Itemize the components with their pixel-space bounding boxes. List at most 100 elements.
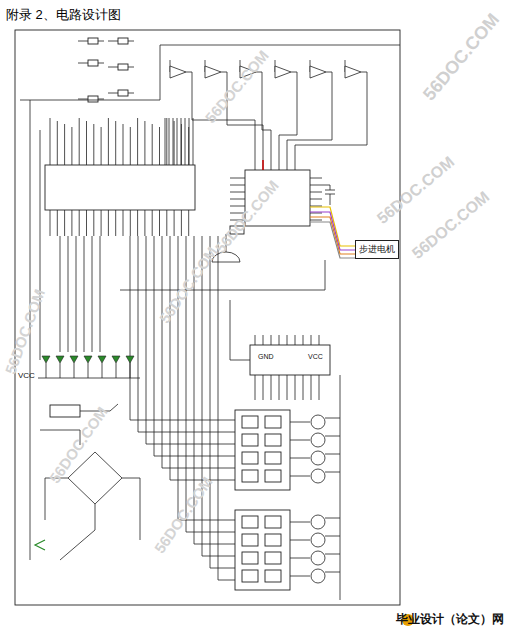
optocoupler	[242, 516, 258, 528]
wire	[88, 363, 89, 378]
wire	[290, 476, 310, 477]
optocoupler	[265, 434, 281, 446]
wire	[93, 210, 94, 236]
wire	[325, 472, 340, 473]
wire	[71, 127, 72, 165]
wire	[189, 118, 190, 165]
wire	[218, 236, 235, 580]
wire	[255, 375, 256, 400]
wire	[303, 375, 304, 400]
optocoupler	[242, 434, 258, 446]
wire	[128, 41, 134, 42]
drawing-frame	[15, 30, 400, 605]
watermark: 56DOC.COM	[420, 10, 504, 105]
wire	[263, 335, 264, 345]
wire	[169, 118, 170, 165]
wire	[181, 118, 182, 165]
wire	[74, 363, 75, 378]
wire	[290, 558, 310, 559]
wire	[310, 192, 322, 193]
transistor-symbol	[311, 433, 325, 447]
wire	[101, 210, 102, 236]
wire	[290, 458, 310, 459]
optocoupler	[265, 516, 281, 528]
buffer-symbol	[275, 66, 291, 78]
wire	[230, 192, 245, 193]
wire	[325, 518, 340, 519]
optocoupler	[265, 570, 281, 582]
led-symbol	[126, 356, 134, 363]
motor-box: 步进电机	[355, 240, 399, 259]
wire	[174, 121, 175, 165]
wire	[202, 236, 235, 556]
watermark: 56DOC.COM	[409, 188, 493, 263]
wire	[123, 124, 124, 165]
wire	[60, 363, 61, 378]
wire	[144, 121, 145, 165]
wire	[50, 118, 51, 165]
wire	[325, 190, 335, 191]
wire	[130, 210, 131, 236]
wire	[325, 536, 340, 537]
wire	[325, 554, 340, 555]
wire	[35, 540, 45, 550]
wire	[310, 178, 322, 179]
wire	[271, 375, 272, 400]
wire	[271, 335, 272, 345]
wire	[310, 222, 355, 258]
wire	[138, 236, 235, 432]
wire	[128, 67, 134, 68]
wire	[188, 210, 189, 236]
wire	[130, 127, 131, 165]
wire	[322, 185, 330, 190]
transistor-symbol	[311, 569, 325, 583]
wire	[325, 436, 340, 437]
wire	[154, 236, 235, 456]
site-name: 毕业设计（论文）网	[396, 613, 504, 626]
wire	[130, 363, 131, 378]
wire	[279, 72, 297, 170]
wire	[310, 213, 322, 214]
wire	[287, 375, 288, 400]
optocoupler	[265, 552, 281, 564]
resistor-symbol	[88, 96, 98, 102]
wire	[310, 206, 322, 207]
wire	[120, 260, 325, 290]
wire	[311, 335, 312, 345]
wire	[290, 440, 310, 441]
wire	[230, 206, 245, 207]
wire	[86, 210, 87, 236]
wire	[78, 99, 88, 100]
wire	[108, 93, 118, 94]
wire	[137, 118, 138, 165]
optocoupler	[242, 534, 258, 546]
wire	[102, 363, 103, 378]
wire	[319, 335, 320, 345]
wire	[279, 375, 280, 400]
wire	[193, 118, 194, 165]
wire	[295, 72, 367, 170]
resistor-symbol	[118, 38, 128, 44]
wire	[319, 375, 320, 400]
wire	[79, 118, 80, 165]
wire	[295, 335, 296, 345]
wire	[128, 93, 134, 94]
optocoupler	[265, 534, 281, 546]
wire	[137, 210, 138, 236]
wire	[310, 185, 322, 186]
title: 附录 2、电路设计图	[6, 8, 121, 22]
optocoupler	[242, 570, 258, 582]
wire	[78, 41, 88, 42]
wire	[230, 300, 250, 360]
wire	[181, 210, 182, 236]
wire	[290, 540, 310, 541]
wire	[165, 118, 166, 165]
wire	[50, 210, 51, 236]
wire	[57, 121, 58, 165]
wire	[166, 210, 167, 236]
wire	[330, 194, 331, 205]
optocoupler	[265, 416, 281, 428]
led-symbol	[84, 356, 92, 363]
resistor-symbol	[88, 38, 98, 44]
wire	[98, 99, 104, 100]
